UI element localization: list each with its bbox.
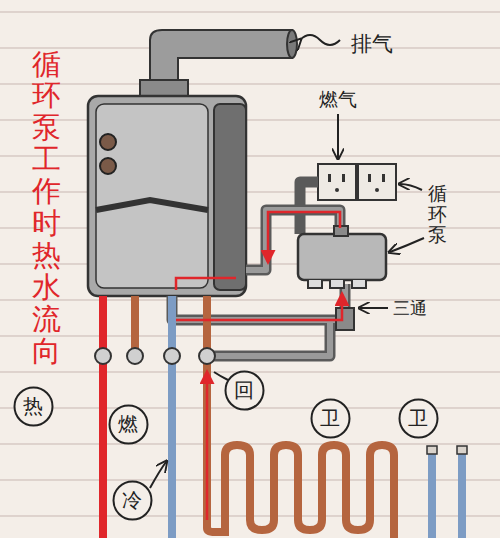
pipe-fitting [95,348,215,364]
node-text: 卫 [408,405,428,432]
label: 循环泵 [428,183,447,246]
leader-line [390,238,424,252]
label: 燃气 [319,87,357,113]
socket [318,164,396,200]
exhaust-pipe [140,30,297,98]
title: 循环泵工作时热水流向 [32,49,61,368]
leader-line [150,462,166,488]
label: 排气 [351,30,393,58]
node-text: 卫 [320,405,340,432]
node-text: 热 [23,393,43,420]
flow-arrow [176,212,342,520]
node-text: 回 [234,377,254,404]
paper-lines [0,12,500,516]
circle-label: 燃 [108,404,149,445]
pipe [103,296,462,538]
node-text: 燃 [118,411,138,438]
circle-label: 冷 [112,480,153,521]
leader-line [400,184,422,190]
leader-line [214,372,228,380]
leader-line [337,114,339,158]
label: 三通 [393,297,427,320]
circle-label: 回 [224,370,265,411]
circle-label: 卫 [398,398,439,439]
circle-label: 热 [13,386,54,427]
circle-label: 卫 [310,398,351,439]
leader-line [300,35,340,45]
node-text: 冷 [122,487,142,514]
circulation-pump [298,226,386,288]
leader-line [360,307,388,309]
water-heater [88,96,246,296]
